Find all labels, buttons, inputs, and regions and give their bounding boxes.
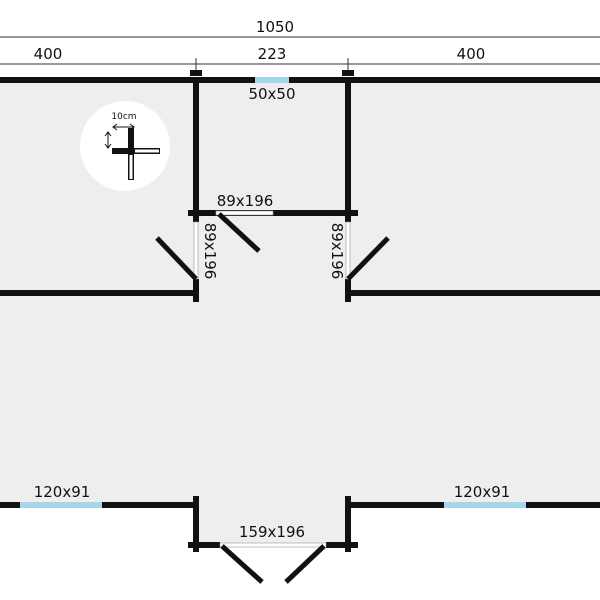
door-sill-entrance bbox=[219, 542, 327, 548]
window-top bbox=[255, 77, 289, 83]
wall-partition-left-upper bbox=[193, 77, 199, 222]
wall-partition-right-upper bbox=[345, 77, 351, 222]
floor-middle-room bbox=[196, 80, 348, 213]
window-right bbox=[444, 502, 526, 508]
wall-detail-label: 10cm bbox=[111, 112, 136, 122]
dimension-total: 1050 bbox=[256, 18, 294, 36]
wall-porch-bottom-left bbox=[188, 542, 220, 548]
wall-porch-left bbox=[193, 496, 199, 552]
wall-hall-top-right bbox=[345, 290, 600, 296]
door-sill-inner bbox=[215, 210, 274, 216]
label-top-window: 50x50 bbox=[248, 85, 295, 103]
wall-detail: 10cm bbox=[80, 101, 170, 191]
label-entrance-door: 159x196 bbox=[239, 523, 305, 541]
wall-cap-top-right bbox=[342, 70, 354, 76]
label-left-room-door: 89x196 bbox=[201, 223, 219, 280]
wall-porch-right bbox=[345, 496, 351, 552]
door-leaf-right-room bbox=[346, 236, 390, 281]
door-leaf-left-room bbox=[155, 236, 198, 281]
floor-corridor bbox=[196, 213, 348, 293]
door-leaves bbox=[155, 212, 390, 584]
floor-entrance-porch bbox=[196, 505, 348, 545]
label-inner-door: 89x196 bbox=[217, 192, 274, 210]
wall-hall-top-left bbox=[0, 290, 199, 296]
dimension-right-room: 400 bbox=[457, 45, 486, 63]
wall-cap-top-left bbox=[190, 70, 202, 76]
door-sill-left-room bbox=[193, 221, 199, 280]
dimension-left-room: 400 bbox=[34, 45, 63, 63]
wall-detail-vertical-inner bbox=[129, 155, 133, 179]
wall-porch-bottom-right bbox=[326, 542, 358, 548]
wall-top bbox=[0, 77, 600, 83]
door-leaf-inner bbox=[217, 212, 261, 253]
label-right-room-door: 89x196 bbox=[328, 223, 346, 280]
label-window-left: 120x91 bbox=[34, 483, 91, 501]
dimension-lines bbox=[0, 36, 600, 70]
window-left bbox=[20, 502, 102, 508]
floor-right-room bbox=[348, 80, 600, 293]
dimension-middle-room: 223 bbox=[258, 45, 287, 63]
floor-main-hall bbox=[0, 293, 600, 505]
wall-detail-circle bbox=[80, 101, 170, 191]
label-window-right: 120x91 bbox=[454, 483, 511, 501]
door-leaf-entrance-right bbox=[284, 544, 326, 584]
door-leaf-entrance-left bbox=[220, 544, 264, 584]
wall-detail-horizontal-inner bbox=[135, 149, 159, 153]
